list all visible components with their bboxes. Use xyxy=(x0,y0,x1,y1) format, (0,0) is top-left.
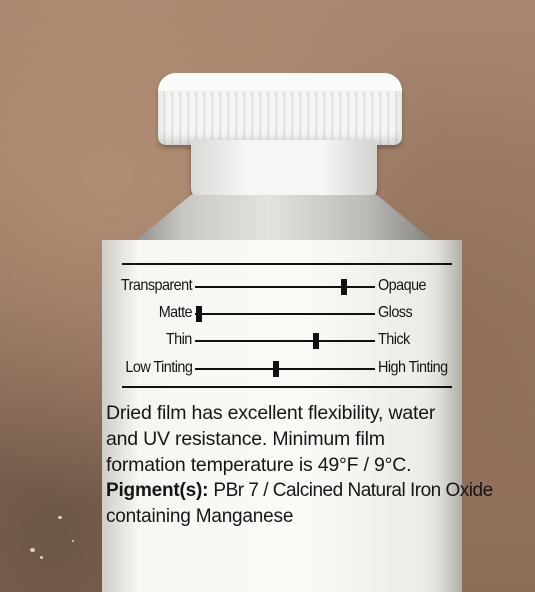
scale-track xyxy=(195,306,375,322)
description-line: Dried film has excellent flexibility, wa… xyxy=(106,402,436,424)
scale-right-label: Thick xyxy=(378,331,410,348)
scale-marker xyxy=(312,333,319,349)
description-line: formation temperature is 49°F / 9°C. xyxy=(106,454,412,476)
scale-left-label: Matte xyxy=(158,304,193,321)
scale-track xyxy=(195,361,375,377)
pigment-value-continued: containing Manganese xyxy=(106,506,294,527)
paint-speck xyxy=(58,516,62,519)
pigment-info: Pigment(s): PBr 7 / Calcined Natural Iro… xyxy=(106,478,493,504)
pigment-label: Pigment(s): xyxy=(106,480,209,501)
paint-tube-body xyxy=(102,240,462,592)
scale-marker xyxy=(341,279,348,295)
label-top-rule xyxy=(122,263,452,265)
scale-left-label: Low Tinting xyxy=(125,359,192,376)
paint-speck xyxy=(40,556,43,559)
scale-left-label: Transparent xyxy=(120,277,193,294)
label-bottom-rule xyxy=(122,386,452,388)
scale-track xyxy=(195,333,375,349)
scale-marker xyxy=(273,361,279,377)
scale-right-label: Opaque xyxy=(378,277,427,294)
tube-cap xyxy=(158,73,402,145)
scale-right-label: High Tinting xyxy=(378,359,448,376)
scale-left-label: Thin xyxy=(166,331,192,348)
scale-marker xyxy=(195,306,202,322)
scale-sheen: Matte Gloss xyxy=(102,303,462,325)
pigment-value: PBr 7 / Calcined Natural Iron Oxide xyxy=(213,480,493,501)
paint-speck xyxy=(30,548,35,552)
scale-transparency: Transparent Opaque xyxy=(102,276,462,298)
scale-track xyxy=(195,279,375,295)
tube-cap-neck xyxy=(191,140,377,202)
paint-speck xyxy=(72,540,74,542)
scale-viscosity: Thin Thick xyxy=(102,330,462,352)
product-description: Dried film has excellent flexibility, wa… xyxy=(106,400,493,530)
tube-label: Transparent Opaque Matte Gloss Thin Thic… xyxy=(102,258,493,592)
scale-right-label: Gloss xyxy=(378,304,413,321)
tube-edge-shadow xyxy=(440,240,462,592)
description-line: and UV resistance. Minimum film xyxy=(106,428,385,450)
scale-tinting: Low Tinting High Tinting xyxy=(102,358,462,380)
